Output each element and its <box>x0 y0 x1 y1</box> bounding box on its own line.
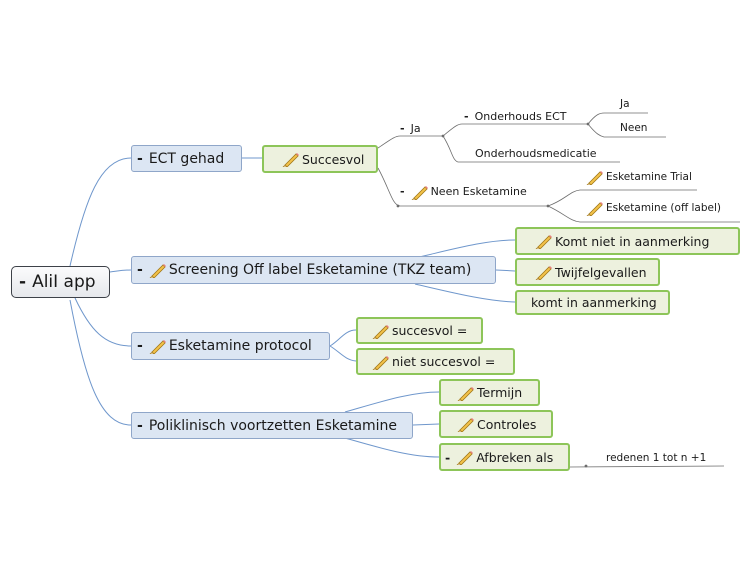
subtopic-label: Succesvol <box>302 151 365 167</box>
node-label: Esketamine (off label) <box>606 201 722 214</box>
node-label: Esketamine Trial <box>606 170 692 183</box>
pencil-icon <box>456 449 474 465</box>
pencil-icon <box>586 169 604 185</box>
node-neen-esketamine[interactable]: - Neen Esketamine <box>400 183 527 200</box>
collapse-toggle[interactable]: - <box>137 338 143 354</box>
node-esketamine-trial[interactable]: Esketamine Trial <box>586 168 692 185</box>
pencil-icon <box>282 151 300 167</box>
subtopic-afbreken-als[interactable]: - Afbreken als <box>439 443 570 471</box>
root-topic[interactable]: - AliI app <box>11 266 110 298</box>
subtopic-succesvol-protocol[interactable]: succesvol = <box>356 317 483 344</box>
node-label: Ja <box>410 121 421 135</box>
topic-esketamine-protocol[interactable]: - Esketamine protocol <box>131 332 330 360</box>
node-ja-2[interactable]: Ja <box>620 97 630 111</box>
pencil-icon <box>149 338 167 354</box>
node-label: redenen 1 tot n +1 <box>606 452 707 464</box>
subtopic-twijfelgevallen[interactable]: Twijfelgevallen <box>515 258 660 286</box>
topic-poliklinisch[interactable]: - Poliklinisch voortzetten Esketamine <box>131 412 413 439</box>
subtopic-succesvol[interactable]: Succesvol <box>262 145 378 173</box>
node-esketamine-off-label[interactable]: Esketamine (off label) <box>586 199 721 216</box>
pencil-icon <box>457 385 475 401</box>
subtopic-label: Termijn <box>477 385 523 400</box>
pencil-icon <box>535 264 553 280</box>
topic-label: Screening Off label Esketamine (TKZ team… <box>168 262 472 278</box>
subtopic-label: succesvol = <box>392 323 468 338</box>
subtopic-komt-in-aanmerking[interactable]: komt in aanmerking <box>515 290 670 315</box>
pencil-icon <box>411 184 429 200</box>
subtopic-controles[interactable]: Controles <box>439 410 553 438</box>
pencil-icon <box>372 323 390 339</box>
topic-screening[interactable]: - Screening Off label Esketamine (TKZ te… <box>131 256 496 284</box>
pencil-icon <box>535 233 553 249</box>
node-label: Onderhoudsmedicatie <box>475 146 597 160</box>
topic-label: Esketamine protocol <box>168 338 312 354</box>
node-label: Ja <box>620 98 630 110</box>
pencil-icon <box>586 200 604 216</box>
topic-label: Poliklinisch voortzetten Esketamine <box>148 417 398 434</box>
collapse-toggle[interactable]: - <box>400 185 405 198</box>
subtopic-label: komt in aanmerking <box>531 295 657 310</box>
subtopic-komt-niet[interactable]: Komt niet in aanmerking <box>515 227 740 255</box>
subtopic-label: Komt niet in aanmerking <box>555 233 710 249</box>
collapse-toggle[interactable]: - <box>137 417 143 434</box>
pencil-icon <box>372 354 390 370</box>
pencil-icon <box>149 262 167 278</box>
topic-label: ECT gehad <box>148 150 225 167</box>
node-label: Neen <box>620 122 648 134</box>
node-redenen[interactable]: redenen 1 tot n +1 <box>606 451 706 465</box>
collapse-toggle[interactable]: - <box>464 109 469 123</box>
subtopic-termijn[interactable]: Termijn <box>439 379 540 406</box>
subtopic-label: Twijfelgevallen <box>555 264 647 280</box>
subtopic-label: Afbreken als <box>476 449 554 465</box>
collapse-toggle[interactable]: - <box>445 449 451 465</box>
subtopic-label: niet succesvol = <box>392 354 496 369</box>
subtopic-label: Controles <box>477 416 537 432</box>
topic-ect-gehad[interactable]: - ECT gehad <box>131 145 242 172</box>
collapse-toggle[interactable]: - <box>137 150 143 167</box>
collapse-toggle[interactable]: - <box>400 121 405 135</box>
collapse-toggle[interactable]: - <box>19 272 27 292</box>
node-onderhoudsmedicatie[interactable]: Onderhoudsmedicatie <box>475 146 597 160</box>
root-label: AliI app <box>32 272 96 292</box>
node-label: Neen Esketamine <box>430 185 527 198</box>
subtopic-niet-succesvol[interactable]: niet succesvol = <box>356 348 515 375</box>
node-onderhouds-ect[interactable]: - Onderhouds ECT <box>464 109 567 123</box>
node-neen[interactable]: Neen <box>620 121 647 135</box>
pencil-icon <box>457 416 475 432</box>
node-label: Onderhouds ECT <box>474 109 567 123</box>
node-ja[interactable]: - Ja <box>400 121 421 135</box>
collapse-toggle[interactable]: - <box>137 262 143 278</box>
